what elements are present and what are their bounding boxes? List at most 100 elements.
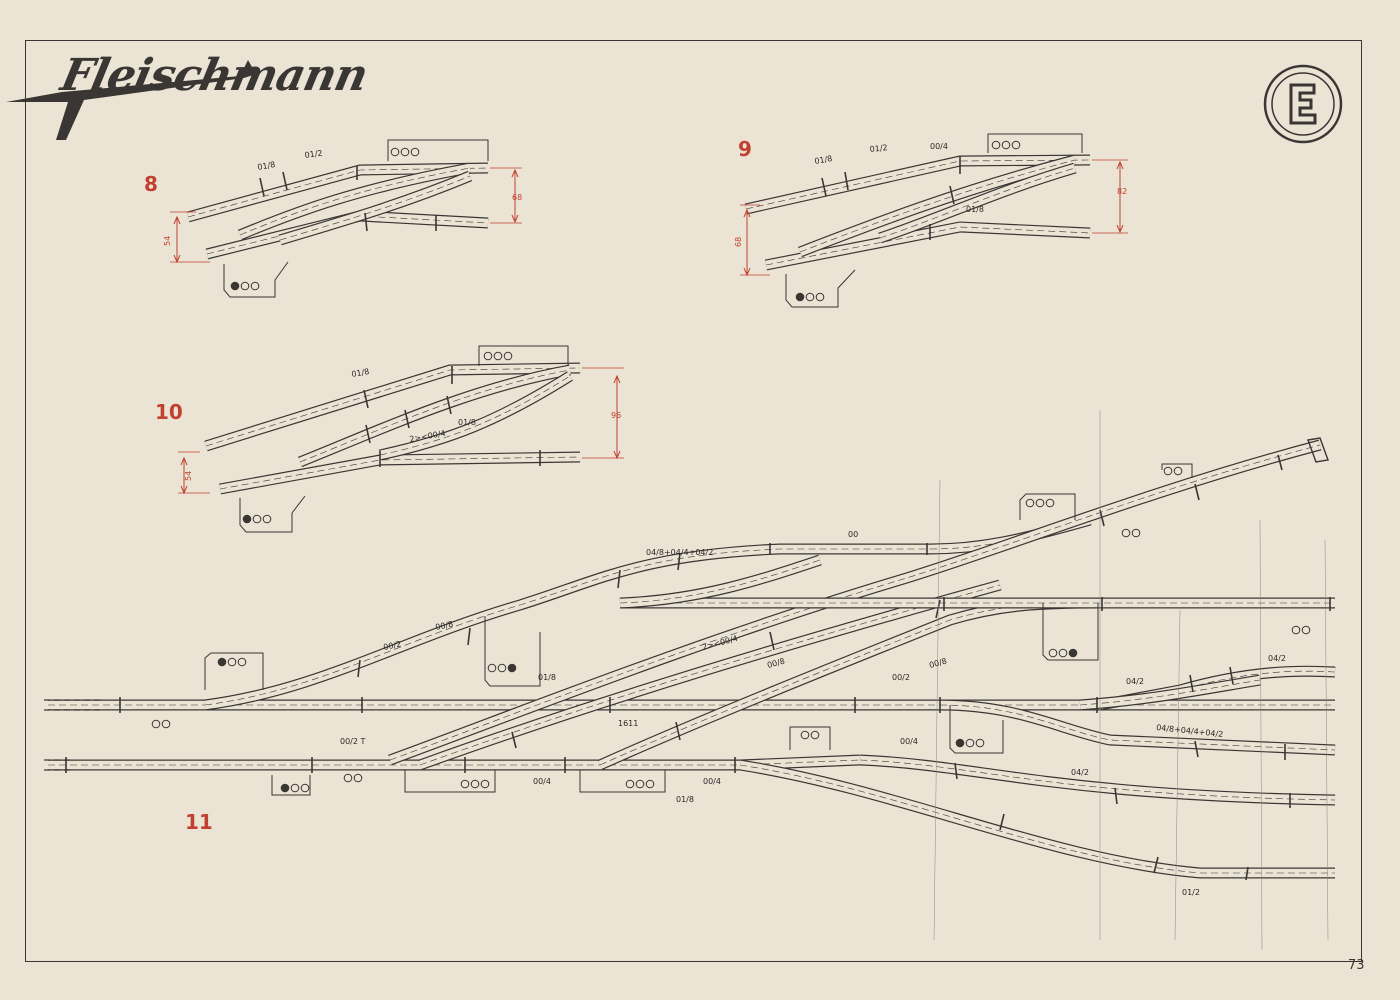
track-label: 04/2 [1071,768,1089,777]
track-label: 00/8 [766,657,786,670]
dimension-arrow [180,456,188,466]
track-label: 01/2 [869,143,888,154]
signal-lamp [410,147,420,157]
turnout-motor-housing [478,345,569,366]
track-label: 04/2 [1126,677,1144,686]
dimension-label: 68 [734,237,743,247]
track-joint [364,212,368,232]
signal-lamp [645,779,655,789]
signal-lamp [300,783,310,793]
track-centerline [204,548,930,706]
signal-lamp [290,783,300,793]
signal-lamp [353,773,363,783]
track-joint [675,721,681,741]
figure-11-number: 11 [185,810,213,834]
track-centerline [939,704,1336,751]
dimension-label: 96 [611,411,621,420]
turnout-motor-housing [987,133,1083,153]
signal-lamp [810,730,820,740]
track-joint [1099,509,1105,527]
dimension-label: 82 [1117,187,1127,196]
track-label: 00/2 T [340,737,366,746]
track-centerline [279,175,471,241]
turnout-motor-housing [789,726,831,750]
track-joint [821,177,827,197]
track-continuation [44,699,104,711]
figure-8-number: 8 [144,172,158,196]
track-label: 01/8 [966,205,984,214]
signal-lamp [240,281,250,291]
signal-lamp [470,779,480,789]
track-joint [1277,454,1283,471]
track-joint [282,171,288,191]
region-e-emblem [1263,64,1343,144]
signal-lamp [1068,648,1078,658]
signal-lamp [280,783,290,793]
turnout-motor-housing [1019,493,1076,520]
track-joint [1245,866,1249,881]
dimension-label: 68 [512,193,522,202]
track-joint [935,599,941,619]
turnout-motor-housing [204,652,264,690]
track-centerline [299,369,571,463]
dimension-label: 54 [184,471,193,481]
signal-lamp [1045,498,1055,508]
track-label: 00/8 [435,619,454,632]
signal-lamp [965,738,975,748]
figure-9-number: 9 [738,137,752,161]
turnout-motor-housing [223,261,289,298]
turnout-motor-housing [387,139,489,161]
signal-lamp [507,663,517,673]
track-label: 01/8 [458,418,476,427]
track-joint [954,762,958,780]
signal-lamp [1011,140,1021,150]
signal-lamp [250,281,260,291]
track-centerline [799,159,1076,253]
dimension-arrow [511,214,519,224]
turnout-motor-housing [239,495,306,533]
track-label: 00/4 [930,142,948,151]
track-centerline [48,759,861,766]
track-joint [769,631,775,651]
signal-lamp [252,514,262,524]
track-label: 04/8+04/4+04/2 [1156,723,1224,739]
track-centerline [205,367,581,447]
track-bed [765,222,1091,270]
signal-lamp [151,719,161,729]
signal-lamp [1131,528,1141,538]
signal-layer [151,133,1311,796]
track-centerline [859,759,1336,801]
track-label: 04/8+04/4+04/2 [646,548,713,557]
signal-lamp [230,281,240,291]
track-centerline [379,375,571,456]
signal-lamp [217,657,227,667]
track-label: 00/4 [703,777,721,786]
track-label: 01/8 [676,795,694,804]
track-joint [357,659,361,678]
signal-lamp [161,719,171,729]
turnout-motor-housing [404,770,496,793]
turnout-motor-housing [949,705,1004,754]
signal-lamp [262,514,272,524]
dimension-label: 54 [163,236,172,246]
signal-lamp [390,147,400,157]
track-joint [1194,740,1199,758]
track-label: 01/2 [1182,888,1200,897]
signal-lamp [635,779,645,789]
track-joint [511,731,517,749]
signal-lamp [480,779,490,789]
track-label: 00/8 [928,657,948,670]
signal-lamp [487,663,497,673]
construction-line [1174,609,1181,941]
signal-lamp [1025,498,1035,508]
label-layer: 01/8 01/2 68 54 01/8 01/2 00/4 01/8 82 6… [163,142,1286,897]
signal-lamp [1301,625,1311,635]
track-centerline [879,167,1076,239]
dimension-arrow [1116,224,1124,234]
buffer-stop [1307,437,1329,463]
track-label: 00/4 [533,777,551,786]
turnout-motor-housing [484,616,541,687]
signal-lamp [460,779,470,789]
signal-lamp [503,351,513,361]
